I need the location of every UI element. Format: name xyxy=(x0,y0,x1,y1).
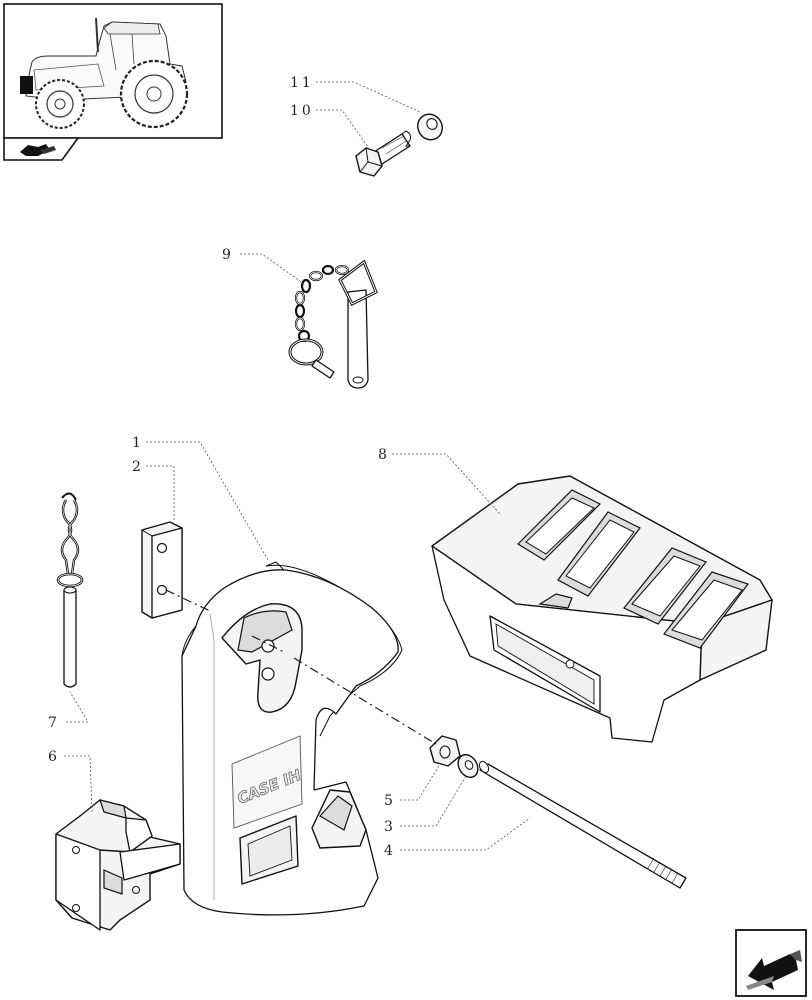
bolt-part-10 xyxy=(355,130,411,177)
weights-section-icon xyxy=(3,137,80,161)
r-clip-pin-part-7 xyxy=(56,492,84,688)
callout-11: 11 xyxy=(290,75,314,91)
nut-part-5 xyxy=(429,735,461,767)
callout-2: 2 xyxy=(132,459,144,475)
callout-10: 10 xyxy=(290,103,314,119)
ballast-weight-part-8 xyxy=(431,475,773,743)
washer-part-11 xyxy=(417,113,443,141)
pin-with-chain-part-9 xyxy=(288,259,378,389)
leader-lines xyxy=(64,81,531,851)
plate-part-2 xyxy=(141,521,183,619)
assembly-axis-line xyxy=(165,589,437,745)
callout-1: 1 xyxy=(132,435,144,451)
washer-part-3 xyxy=(457,753,479,779)
callout-6: 6 xyxy=(48,749,60,765)
weight-carrier-part-1: CASE IH xyxy=(181,561,403,916)
callout-7: 7 xyxy=(48,715,60,731)
bracket-part-6 xyxy=(55,799,181,931)
callout-8: 8 xyxy=(378,447,390,463)
threaded-rod-part-4 xyxy=(478,760,687,889)
callout-4: 4 xyxy=(384,843,396,859)
callout-3: 3 xyxy=(384,819,396,835)
callout-9: 9 xyxy=(222,247,234,263)
next-page-arrow-icon[interactable] xyxy=(735,929,807,997)
tractor-thumbnail-icon xyxy=(3,3,223,139)
callout-numbers: 11 10 9 1 2 8 7 6 5 3 4 xyxy=(48,75,396,859)
callout-5: 5 xyxy=(384,793,396,809)
